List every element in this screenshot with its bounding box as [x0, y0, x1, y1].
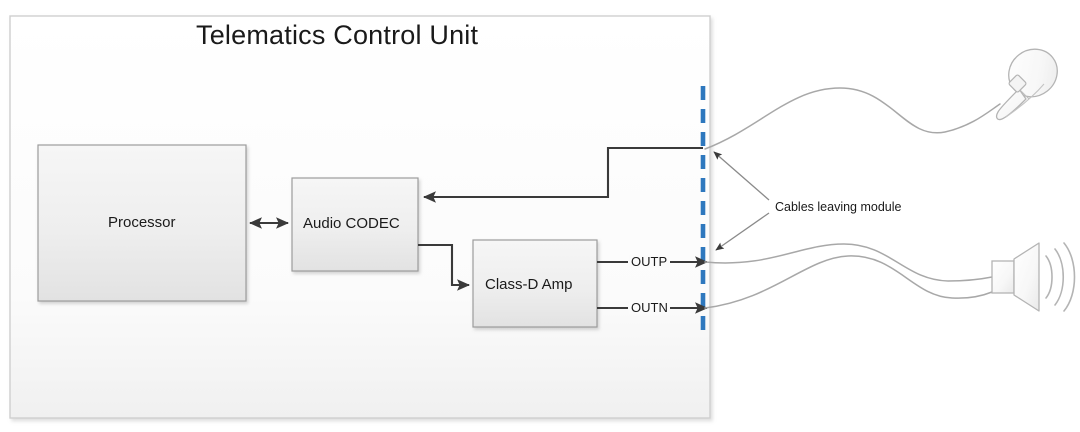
block-class-d-amp[interactable]	[472, 239, 598, 328]
net-label-outn: OUTN	[629, 300, 670, 315]
microphone-icon	[995, 48, 1058, 121]
annotation-leader-upper	[713, 151, 770, 201]
annotation-leader-lower	[715, 212, 770, 251]
block-audio-codec[interactable]	[291, 177, 419, 272]
block-label-processor: Processor	[108, 214, 176, 231]
speaker-cable-upper	[704, 243, 993, 282]
block-processor[interactable]	[37, 144, 247, 302]
annotation-cables-leaving-module: Cables leaving module	[775, 200, 902, 214]
block-label-class-d-amp: Class-D Amp	[485, 276, 573, 293]
net-label-outp: OUTP	[629, 254, 670, 269]
speaker-cable-lower	[704, 255, 993, 309]
wire-mic-input-to-codec	[422, 146, 703, 203]
microphone-cable	[704, 87, 1001, 150]
wire-codec-to-amp	[418, 243, 471, 291]
block-label-audio-codec: Audio CODEC	[303, 215, 400, 232]
speaker-icon	[991, 242, 1076, 312]
page-title: Telematics Control Unit	[196, 20, 479, 50]
